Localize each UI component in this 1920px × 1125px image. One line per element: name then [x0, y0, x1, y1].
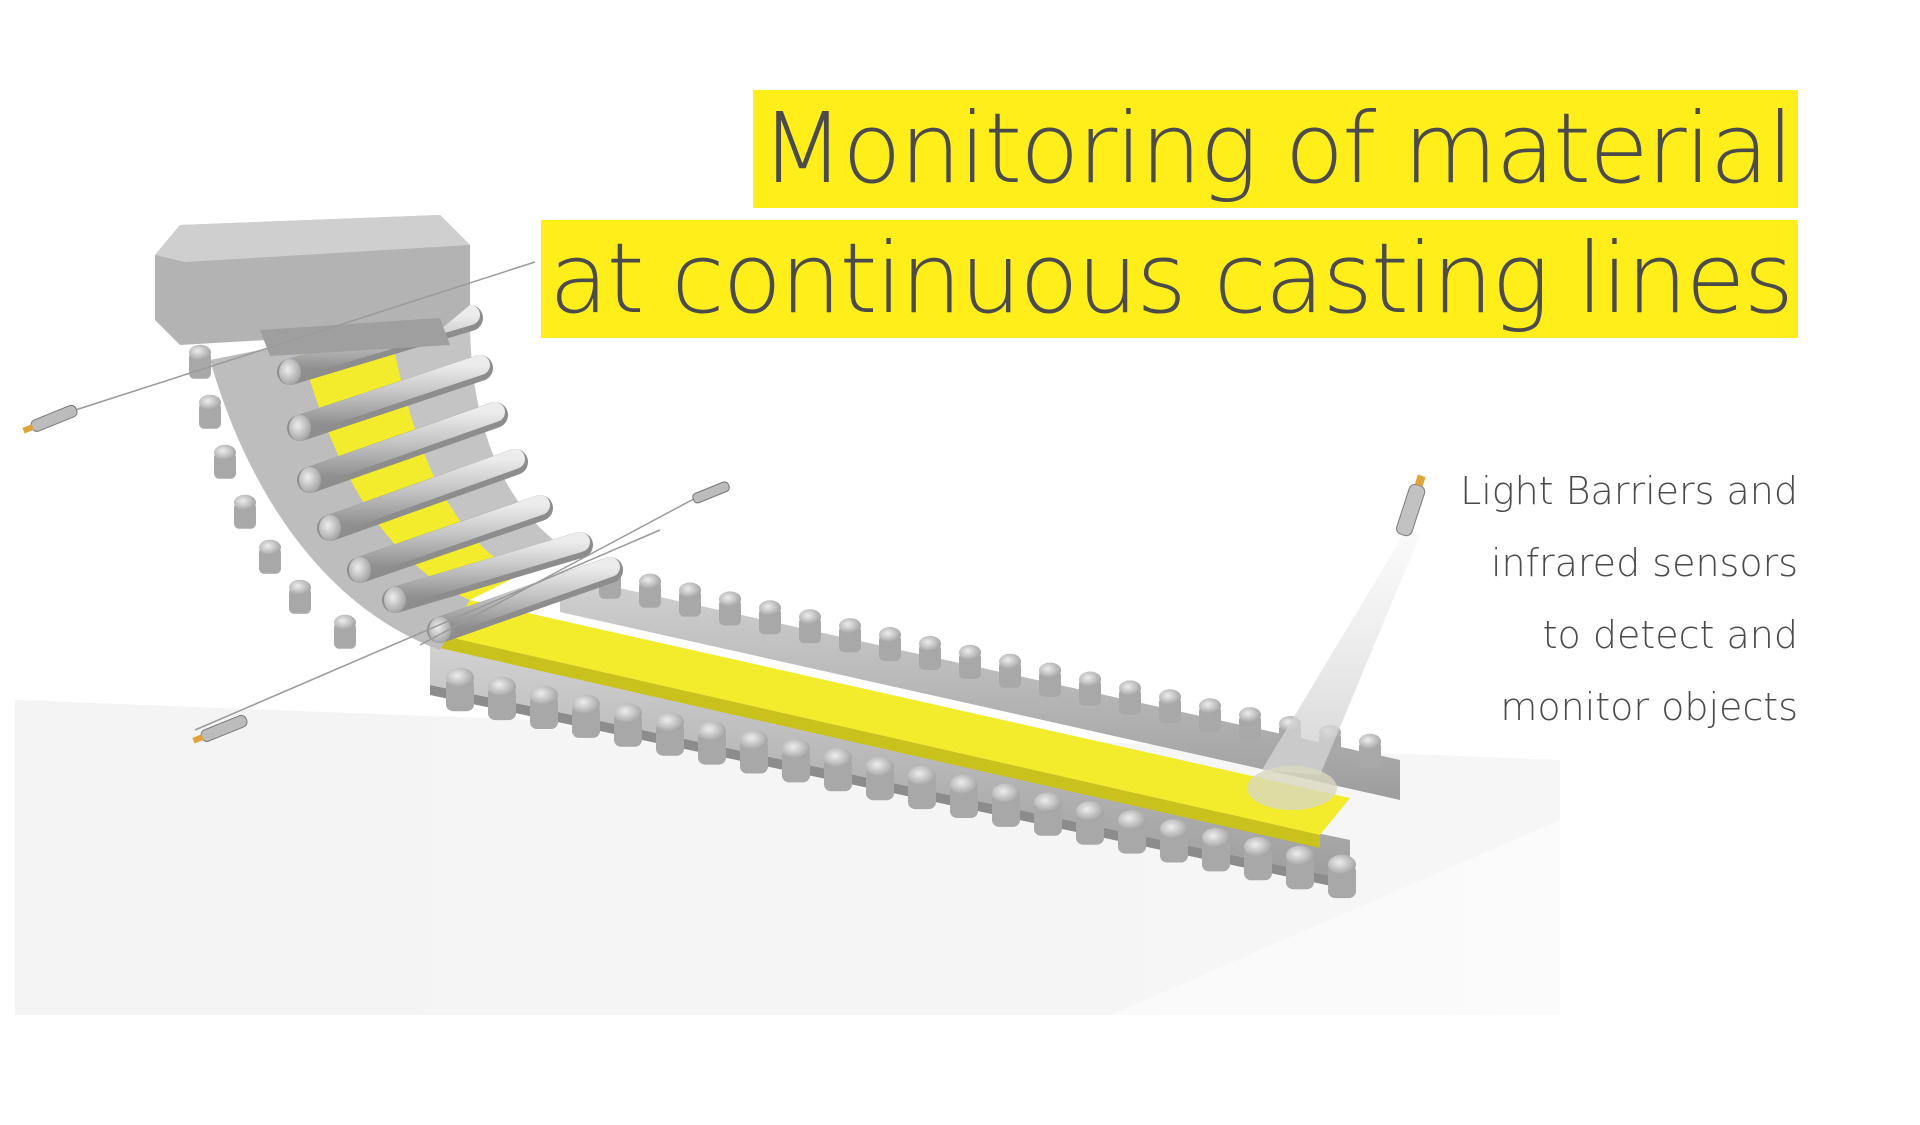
roller-bolt [1039, 662, 1061, 697]
roller-bolt [1239, 707, 1261, 742]
roller-bolt [656, 712, 684, 756]
roller-bolt [1286, 845, 1314, 890]
guide-roll [317, 449, 528, 541]
roller-bolt [1079, 671, 1101, 706]
roller-bolt [199, 394, 221, 429]
roller-bolt [839, 618, 861, 653]
guide-roll [347, 495, 553, 583]
roller-bolt [289, 579, 311, 614]
roller-bolt [1244, 836, 1272, 881]
mold-head [155, 215, 470, 356]
headline-line-2: at continuous casting lines [541, 220, 1798, 338]
hot-strand [440, 600, 1350, 835]
roller-bolt [1202, 828, 1230, 872]
roller-bolt [1118, 810, 1146, 854]
roller-bolt [572, 694, 600, 738]
roller-bolt [214, 444, 236, 479]
infrared-sensor-icon [1247, 474, 1426, 810]
roller-bolt [719, 591, 741, 626]
roller-bolt [1119, 680, 1141, 715]
roller-bolt [530, 685, 558, 729]
roller-bolt [614, 703, 642, 747]
roller-bolt [992, 783, 1020, 827]
roller-bolt [866, 756, 894, 801]
caption-line-4: monitor objects [1500, 685, 1798, 729]
caption-line-1: Light Barriers and [1460, 469, 1798, 513]
roller-bolt [1034, 792, 1062, 836]
roller-bolt [639, 573, 661, 608]
roller-bolt [488, 676, 516, 721]
roller-bolt [782, 739, 810, 783]
caption-line-2: infrared sensors [1490, 541, 1798, 585]
roller-bolt [999, 653, 1021, 688]
roller-bolt [919, 635, 941, 670]
roller-bolt [1199, 698, 1221, 733]
roller-bolt [234, 494, 256, 529]
roller-bolt [1160, 819, 1188, 863]
roller-bolt [1328, 854, 1356, 899]
roller-bolt [799, 609, 821, 644]
roller-bolt [698, 721, 726, 765]
roller-bolt [259, 539, 281, 574]
caption-line-3: to detect and [1542, 613, 1798, 657]
guide-roll [382, 532, 593, 613]
front-roller-bolts [446, 667, 1356, 899]
roller-bolt [740, 730, 768, 774]
roller-bolt [1359, 733, 1381, 768]
roller-bolt [1159, 689, 1181, 724]
roller-bolt [824, 747, 852, 792]
roller-bolt [679, 582, 701, 617]
roller-bolt [879, 627, 901, 662]
light-barrier-beams [59, 261, 721, 731]
headline-line-2-text: at continuous casting lines [541, 220, 1798, 338]
roller-bolt [950, 774, 978, 818]
roller-bolt [908, 765, 936, 810]
roller-bolt [334, 614, 356, 649]
roller-bolt [1076, 801, 1104, 845]
headline-line-1-text: Monitoring of material [752, 90, 1798, 208]
guide-roll [287, 355, 493, 441]
roller-bolt [759, 600, 781, 635]
roller-bolt [959, 644, 981, 679]
guide-roll [297, 402, 508, 493]
roller-bolt [446, 667, 474, 712]
light-barrier-sensor-icon [22, 404, 730, 744]
headline-line-1: Monitoring of material [752, 90, 1798, 208]
roller-bolt [189, 344, 211, 379]
